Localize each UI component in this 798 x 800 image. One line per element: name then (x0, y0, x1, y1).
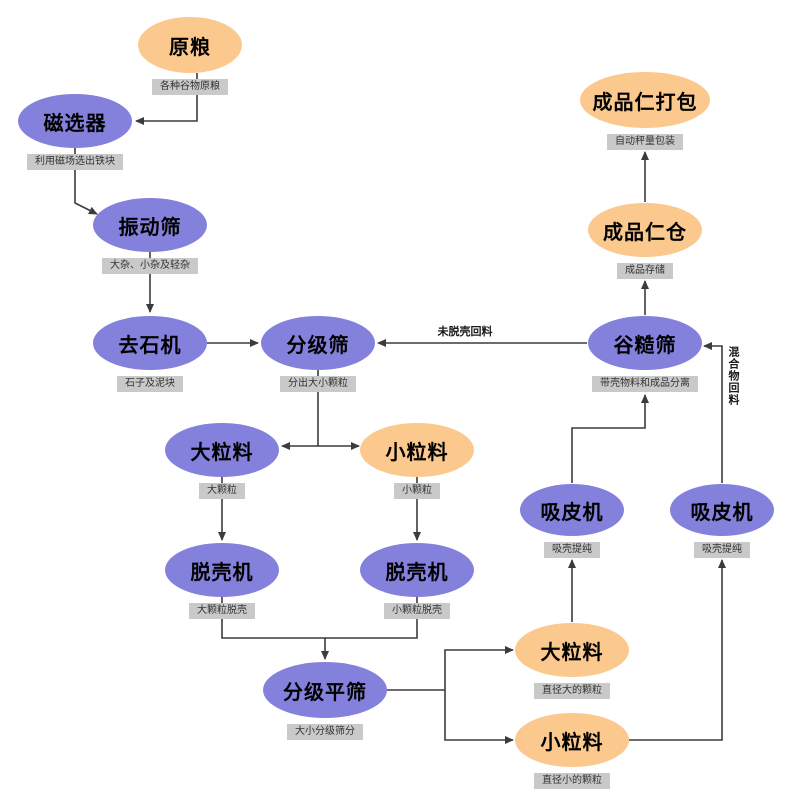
edge-flatscreen-to-large2 (387, 646, 514, 691)
caption-destoner: 石子及泥块 (117, 376, 183, 392)
node-large-particles-2: 大粒料 (515, 623, 629, 677)
caption-grading-screen: 分出大小颗粒 (280, 376, 356, 392)
node-husker-small: 脱壳机 (360, 543, 474, 597)
node-vibrating-screen: 振动筛 (93, 198, 207, 252)
caption-paddy-separator: 带壳物料和成品分离 (592, 376, 698, 392)
node-grading-flat-screen: 分级平筛 (263, 662, 387, 718)
caption-small-particles-2: 直径小的颗粒 (534, 773, 610, 789)
caption-aspirator-left: 吸壳提纯 (544, 542, 600, 558)
caption-grading-flat-screen: 大小分级筛分 (287, 724, 363, 740)
edge-aspirator-right-to-paddy (703, 342, 723, 483)
caption-large-particles: 大颗粒 (199, 483, 245, 499)
edges-group (74, 73, 726, 744)
caption-kernel-bin: 成品存储 (617, 263, 673, 279)
node-aspirator-left: 吸皮机 (520, 484, 624, 536)
caption-kernel-packing: 自动秤量包装 (607, 134, 683, 150)
caption-large-particles-2: 直径大的颗粒 (534, 683, 610, 699)
node-aspirator-right: 吸皮机 (670, 484, 774, 536)
node-raw-grain: 原粮 (138, 17, 242, 73)
edge-flatscreen-to-small2 (444, 690, 514, 744)
node-magnetic-separator: 磁选器 (18, 94, 132, 148)
caption-raw-grain: 各种谷物原粮 (152, 79, 228, 95)
node-husker-large: 脱壳机 (165, 543, 279, 597)
edge-small2-to-aspirator-right (629, 559, 726, 741)
caption-husker-large: 大颗粒脱壳 (189, 603, 255, 619)
caption-husker-small: 小颗粒脱壳 (384, 603, 450, 619)
caption-aspirator-right: 吸壳提纯 (694, 542, 750, 558)
caption-small-particles: 小颗粒 (394, 483, 440, 499)
edge-label-unhusked-return: 未脱壳回料 (437, 325, 493, 338)
node-kernel-bin: 成品仁仓 (588, 203, 702, 257)
edge-label-mixture-return: 混合物回料 (727, 346, 740, 406)
edge-aspirator-left-to-paddy (571, 394, 649, 483)
node-small-particles: 小粒料 (360, 423, 474, 477)
node-kernel-packing: 成品仁打包 (580, 72, 710, 128)
node-paddy-separator: 谷糙筛 (588, 316, 702, 370)
node-grading-screen: 分级筛 (261, 316, 375, 370)
node-destoner: 去石机 (93, 316, 207, 370)
node-large-particles: 大粒料 (165, 423, 279, 477)
node-small-particles-2: 小粒料 (515, 713, 629, 767)
caption-vibrating-screen: 大杂、小杂及轻杂 (102, 258, 198, 274)
caption-magnetic-separator: 利用磁场选出铁块 (27, 154, 123, 170)
